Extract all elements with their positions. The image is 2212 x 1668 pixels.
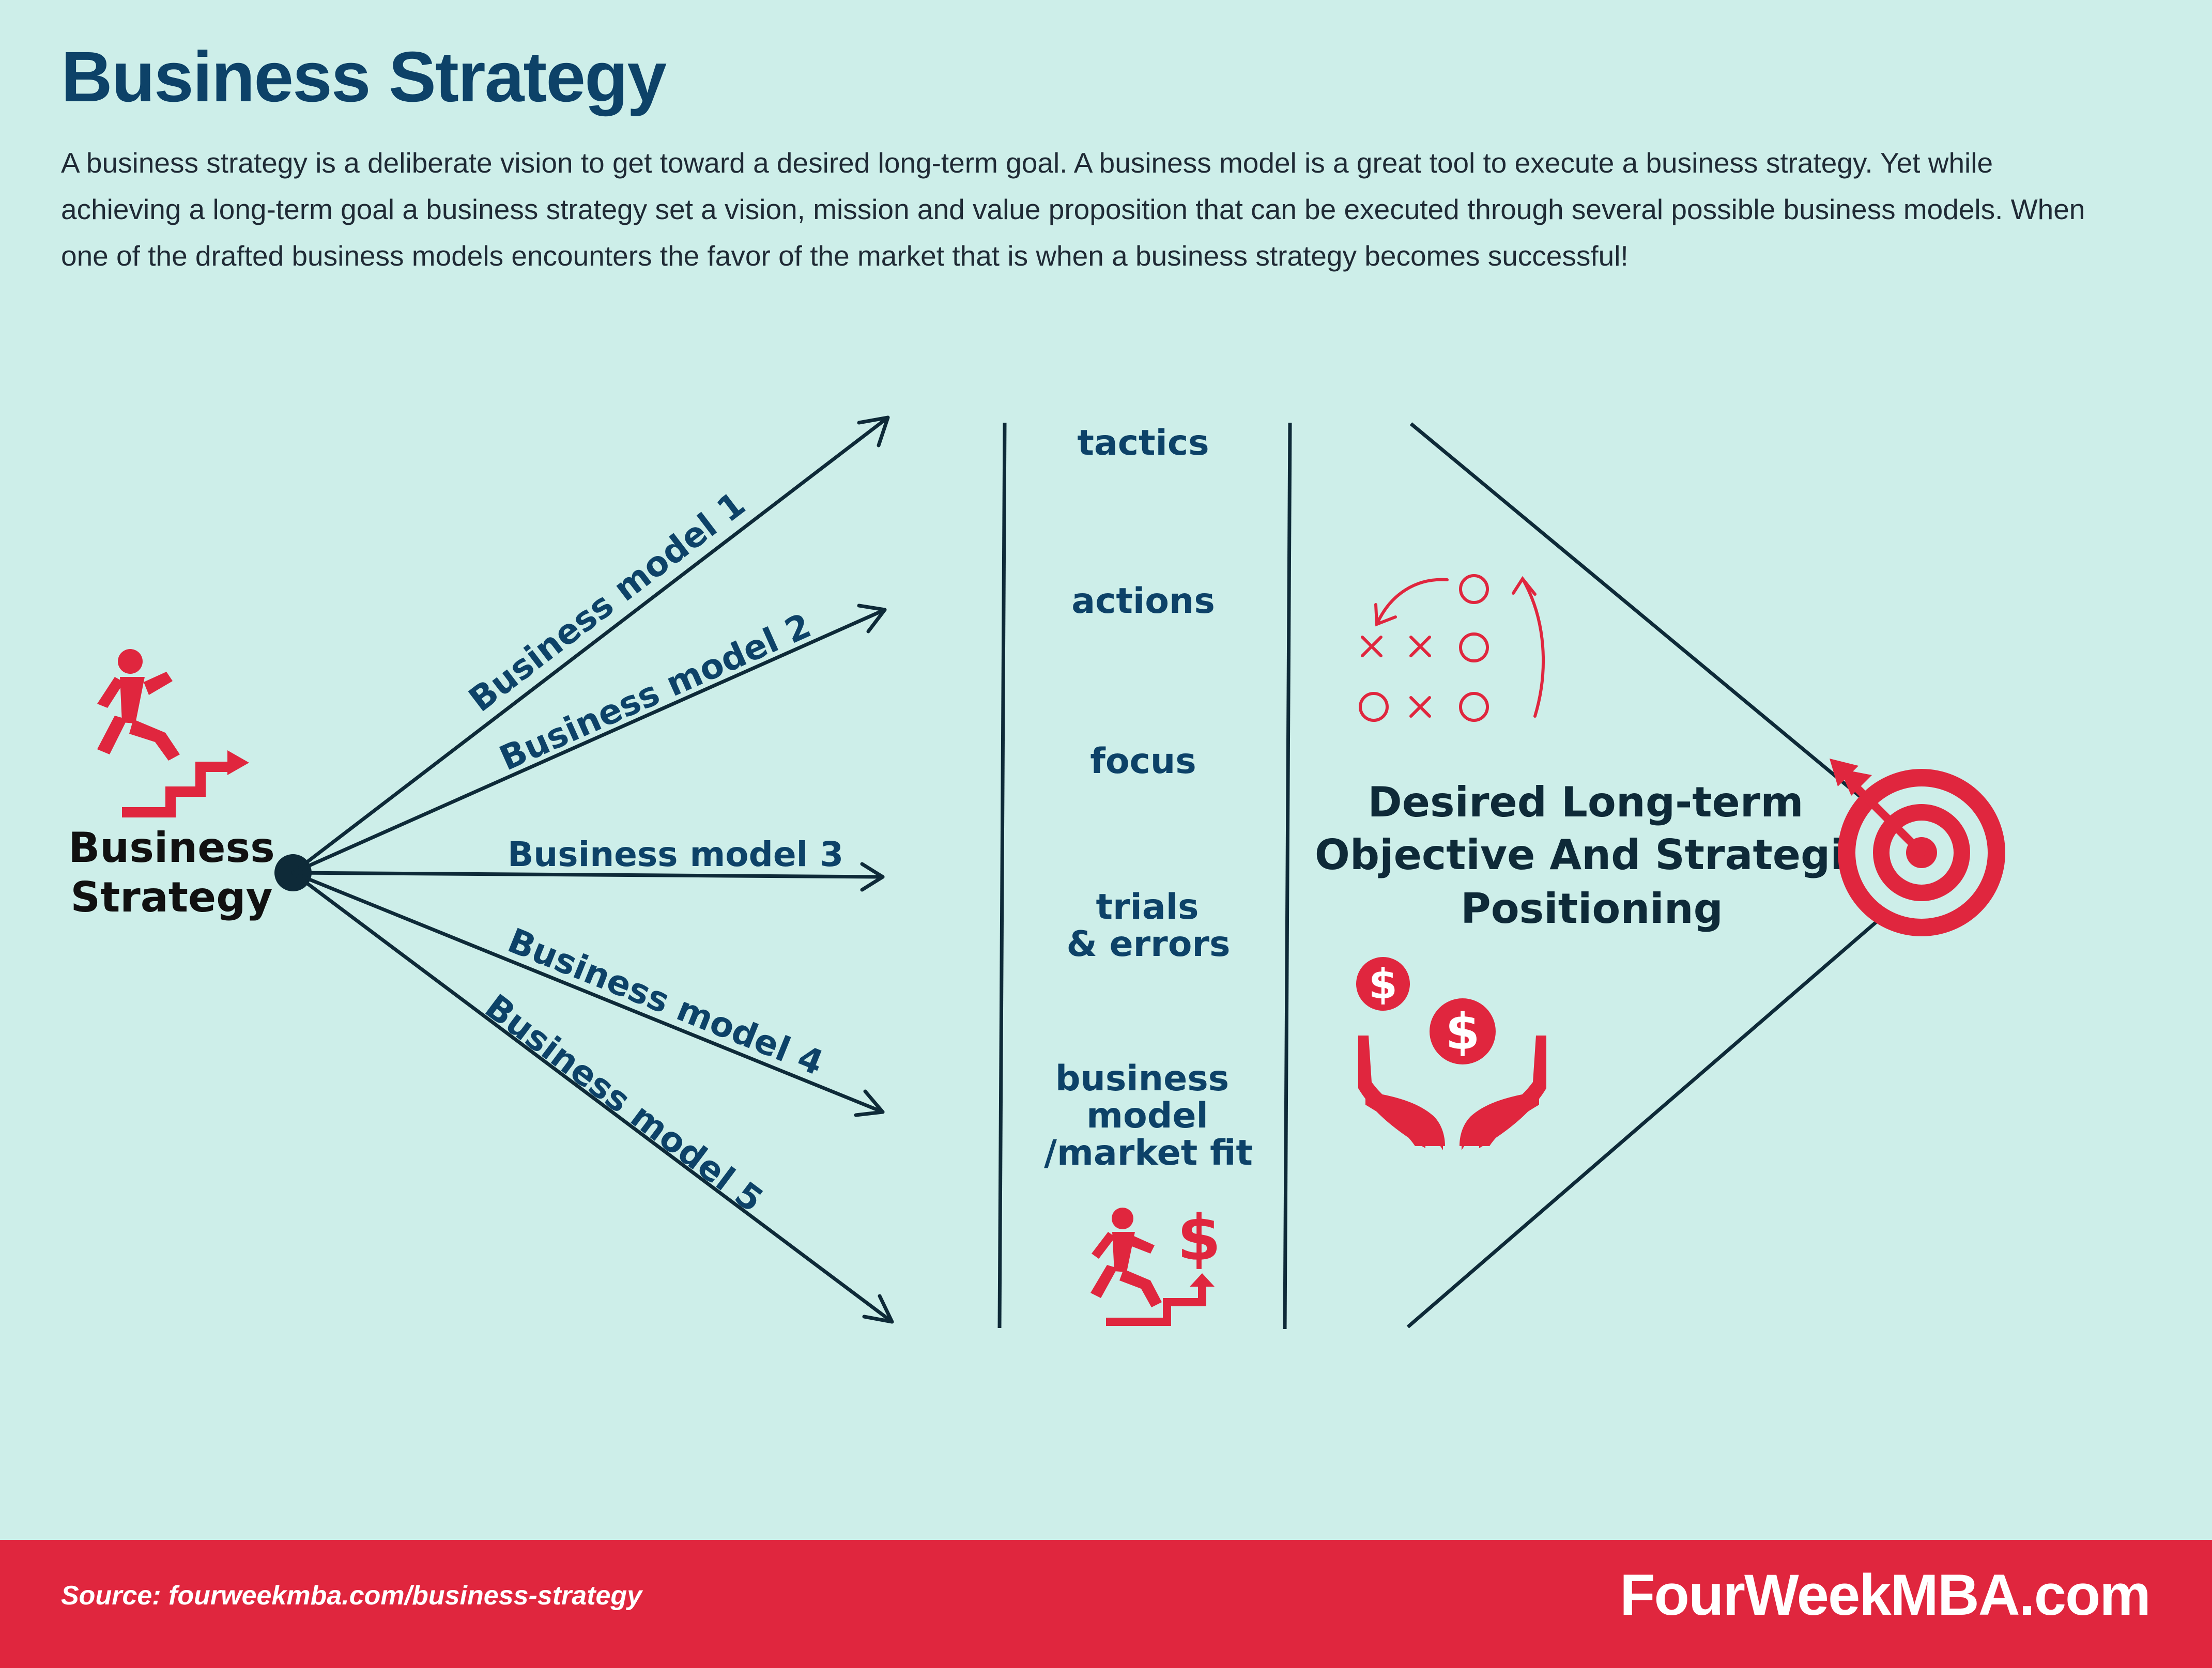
- game-plan-icon: [1359, 574, 1545, 722]
- converge-line-top: [1409, 422, 1887, 819]
- label-fit-line1: business: [1055, 1058, 1229, 1099]
- start-label-line1: Business: [68, 824, 274, 872]
- arrow-business-model-3: [291, 871, 885, 879]
- intro-paragraph: A business strategy is a deliberate visi…: [61, 147, 2085, 272]
- target-icon: [1830, 759, 2005, 936]
- climbing-person-icon: [97, 649, 249, 817]
- arrow-business-model-1: [291, 415, 890, 875]
- arrowhead-1: [857, 415, 890, 447]
- arrow-business-model-5: [291, 871, 894, 1324]
- label-trials-line1: trials: [1096, 887, 1199, 928]
- label-actions: actions: [1071, 581, 1215, 622]
- arrowhead-5: [862, 1294, 894, 1324]
- label-tactics: tactics: [1077, 423, 1209, 464]
- source-citation: Source: fourweekmba.com/business-strateg…: [61, 1581, 642, 1611]
- svg-text:$: $: [1446, 1003, 1480, 1061]
- brand-logo-text: FourWeekMBA.com: [1620, 1563, 2151, 1627]
- arrowhead-3: [860, 862, 885, 892]
- arrow-business-model-4: [291, 871, 885, 1114]
- svg-text:$: $: [1177, 1201, 1221, 1275]
- objective-line1: Desired Long-term: [1368, 778, 1803, 826]
- footer-bar: Source: fourweekmba.com/business-strateg…: [0, 1540, 2212, 1668]
- business-model-label-3: Business model 3: [508, 835, 843, 874]
- label-fit-line3: /market fit: [1044, 1133, 1253, 1173]
- start-label-line2: Strategy: [70, 873, 272, 921]
- label-trials-line2: & errors: [1067, 924, 1231, 965]
- arrowhead-2: [857, 604, 887, 634]
- arrow-business-model-2: [291, 608, 887, 875]
- converge-line-bottom: [1406, 916, 1883, 1329]
- label-focus: focus: [1090, 741, 1196, 782]
- objective-line2: Objective And Strategic: [1315, 831, 1869, 879]
- label-fit-line2: model: [1086, 1095, 1208, 1136]
- right-divider: [1283, 422, 1292, 1330]
- svg-text:$: $: [1369, 960, 1397, 1008]
- left-divider: [997, 422, 1007, 1329]
- fan-arrows: [291, 415, 894, 1324]
- page-title: Business Strategy: [61, 37, 667, 117]
- objective-line3: Positioning: [1461, 885, 1723, 933]
- arrowhead-4: [854, 1089, 885, 1117]
- hands-coins-icon: $ $: [1356, 957, 1546, 1150]
- runner-dollar-icon: $: [1090, 1201, 1221, 1326]
